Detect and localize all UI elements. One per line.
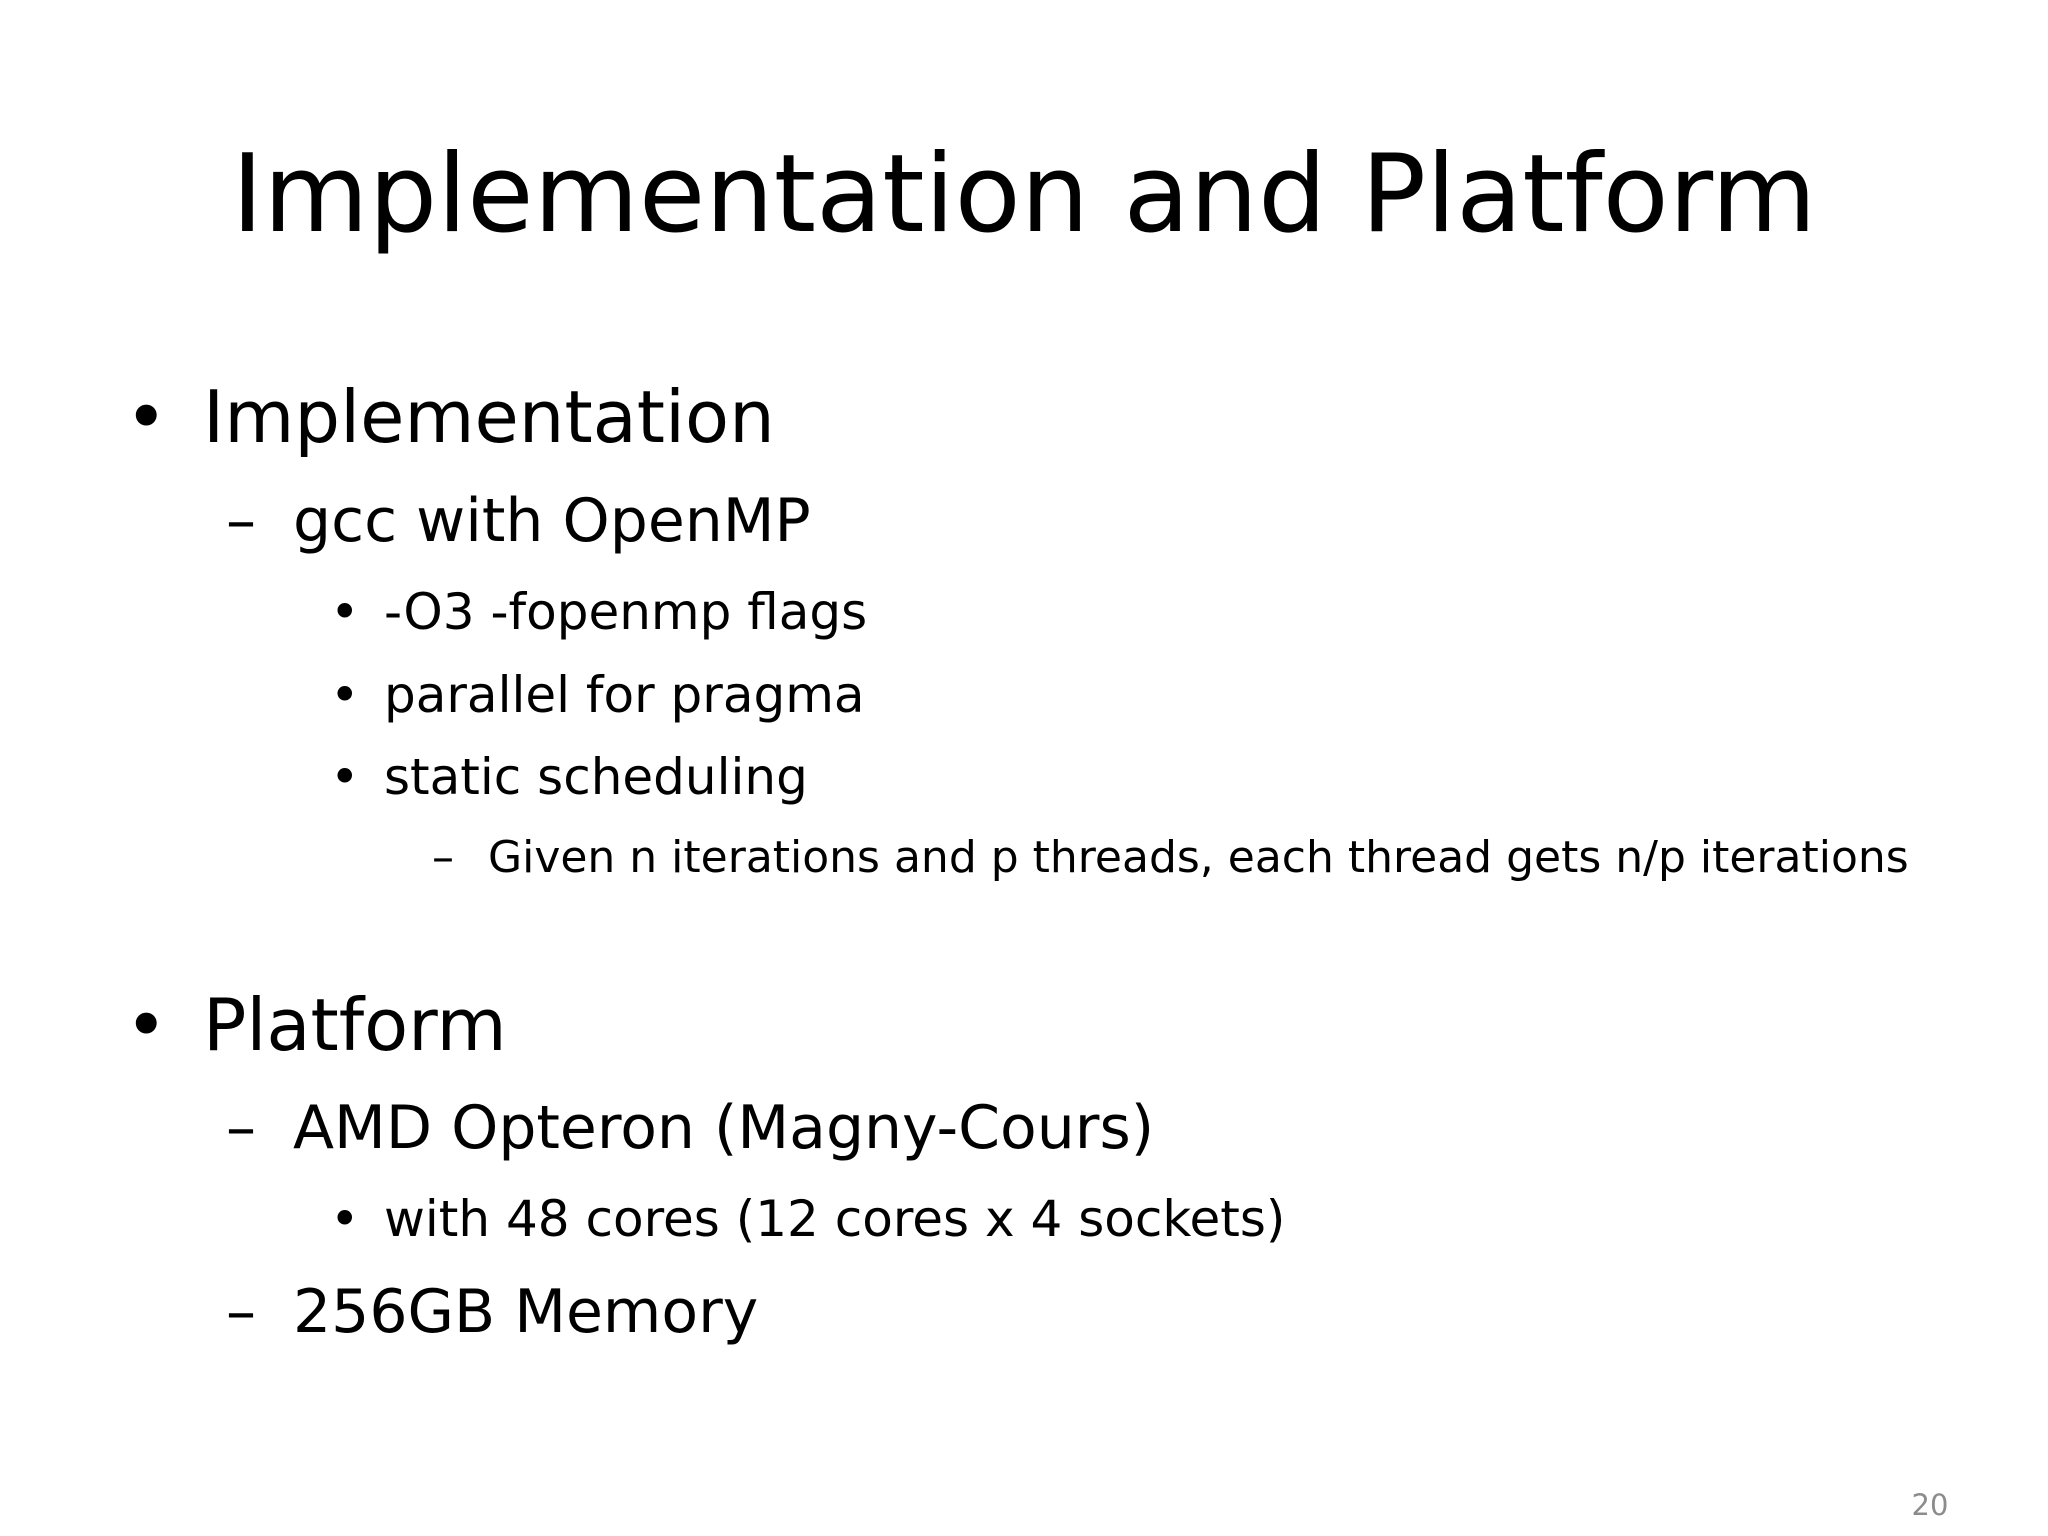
detail-bullet-label: Given n iterations and p threads, each t… [488, 832, 1909, 883]
sub-bullet-label: AMD Opteron (Magny-Cours) [293, 1093, 1155, 1163]
page-number: 20 [1911, 1488, 1949, 1522]
slide-title: Implementation and Platform [231, 132, 1817, 257]
bullet-label: Implementation [203, 375, 775, 459]
bullet-marker: • [330, 1190, 360, 1248]
sub-sub-bullet-label: static scheduling [384, 748, 808, 806]
bullet-marker: • [330, 748, 360, 806]
bullet-marker: • [330, 583, 360, 641]
dash-marker: – [226, 1093, 256, 1163]
dash-marker: – [226, 1277, 256, 1347]
sub-bullet-label: 256GB Memory [293, 1277, 759, 1347]
bullet-marker: • [125, 983, 168, 1067]
sub-sub-bullet-label: with 48 cores (12 cores x 4 sockets) [384, 1190, 1286, 1248]
sub-sub-bullet-label: parallel for pragma [384, 666, 865, 724]
sub-sub-bullet-label: -O3 -fopenmp flags [384, 583, 868, 641]
dash-marker: – [432, 832, 454, 883]
bullet-marker: • [125, 375, 168, 459]
sub-bullet-label: gcc with OpenMP [293, 486, 811, 556]
dash-marker: – [226, 486, 256, 556]
bullet-marker: • [330, 666, 360, 724]
bullet-label: Platform [203, 983, 507, 1067]
